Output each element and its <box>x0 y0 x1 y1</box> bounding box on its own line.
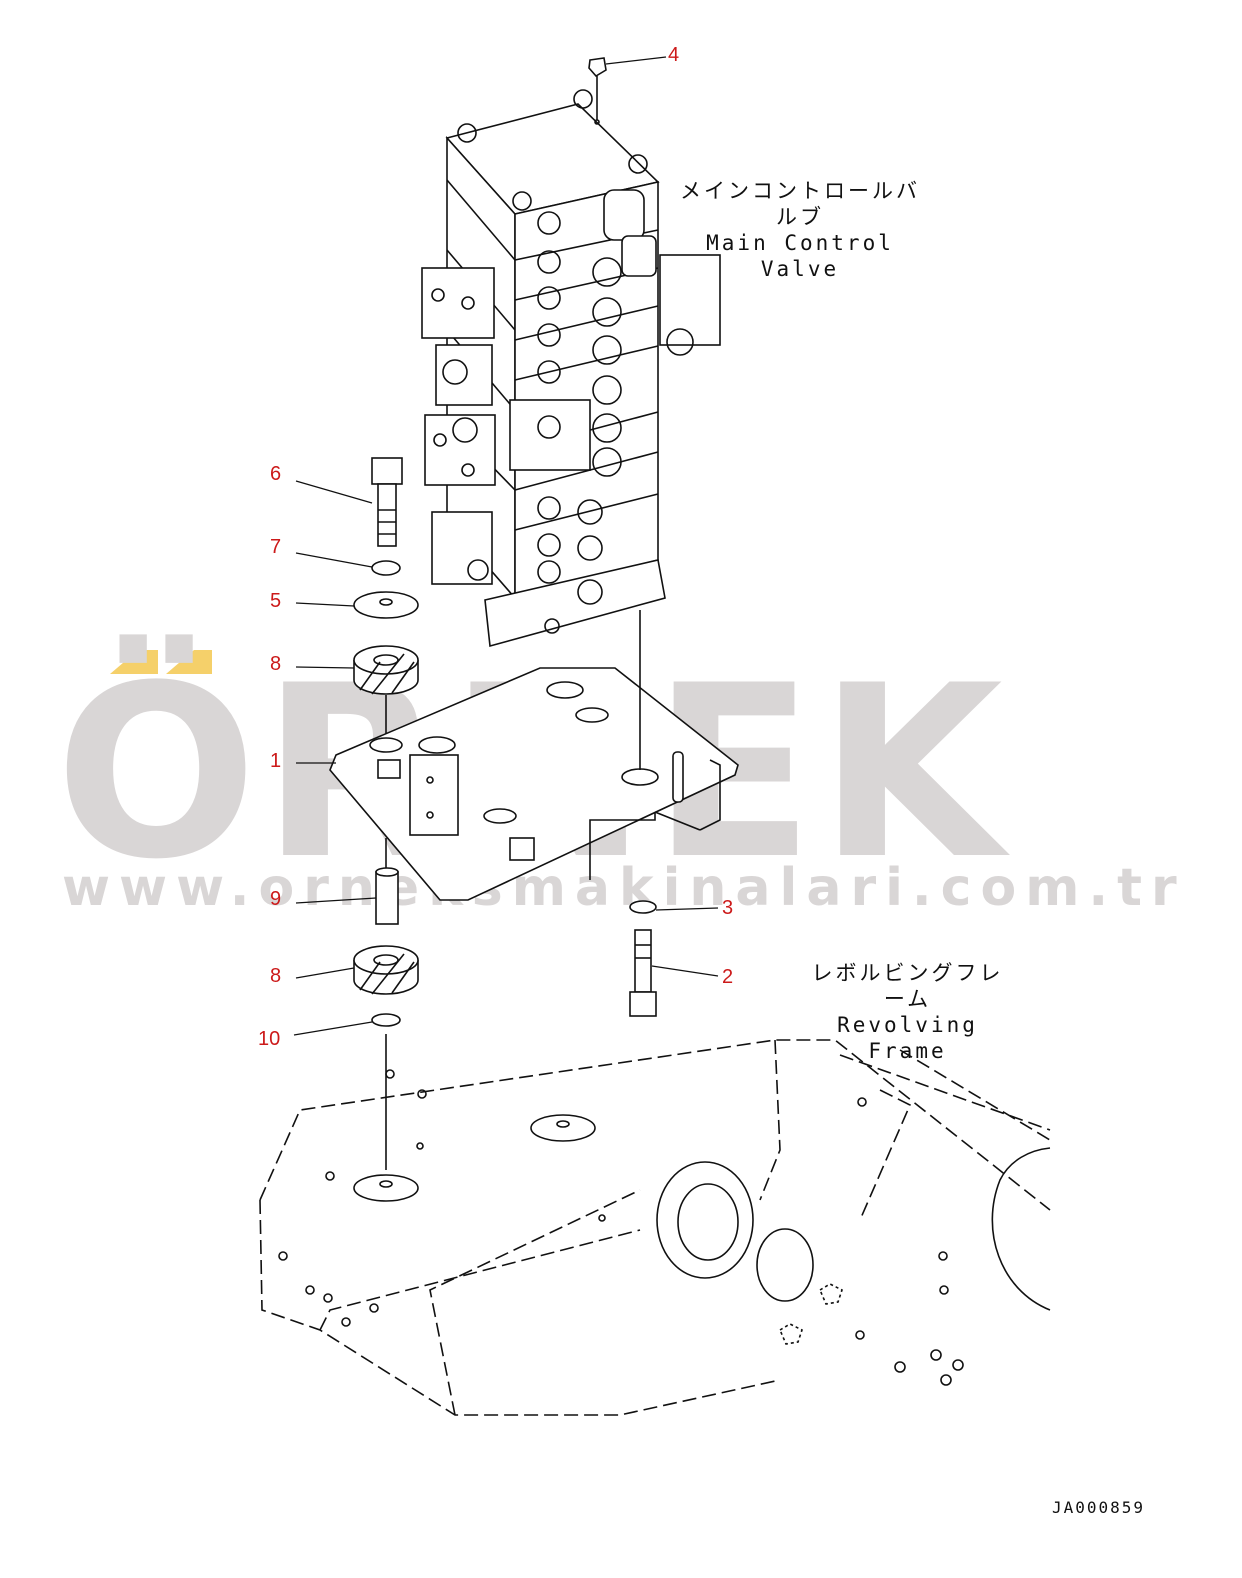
main-control-valve-label: メインコントロールバルブ Main Control Valve <box>680 178 920 282</box>
revolving-frame-en: Revolving Frame <box>837 1013 978 1063</box>
revolving-frame <box>259 1039 1051 1416</box>
callout-10: 10 <box>258 1028 281 1050</box>
part-5-washer <box>353 591 419 619</box>
callout-9: 9 <box>270 888 282 910</box>
drawing-code: JA000859 <box>1052 1498 1146 1517</box>
part-2-bolt <box>629 929 657 1017</box>
part-10-o-ring <box>371 1013 401 1027</box>
callout-6: 6 <box>270 463 282 485</box>
part-8-cushion-lower <box>353 945 419 995</box>
part-6-bolt <box>371 457 403 547</box>
revolving-frame-jp: レボルビングフレーム <box>811 961 1004 1011</box>
main-control-valve <box>421 89 721 648</box>
revolving-frame-details <box>278 1069 1051 1386</box>
callout-1: 1 <box>270 750 282 772</box>
callout-4: 4 <box>668 44 680 66</box>
part-8-cushion-upper <box>353 645 419 695</box>
revolving-frame-label: レボルビングフレーム Revolving Frame <box>805 960 1010 1064</box>
main-control-valve-jp: メインコントロールバルブ <box>680 179 920 229</box>
callout-2: 2 <box>722 966 734 988</box>
part-3-washer <box>629 900 657 914</box>
part-4-plug <box>588 57 607 125</box>
part-1-bracket-plate <box>329 667 739 901</box>
callout-5: 5 <box>270 590 282 612</box>
callout-8-upper: 8 <box>270 653 282 675</box>
callout-3: 3 <box>722 897 734 919</box>
callout-8-lower: 8 <box>270 965 282 987</box>
part-9-spacer <box>375 838 399 925</box>
watermark-url: www.orneksmakinalari.com.tr <box>62 858 1186 918</box>
callout-7: 7 <box>270 536 282 558</box>
main-control-valve-en: Main Control Valve <box>706 231 894 281</box>
part-7-washer <box>371 560 401 576</box>
leader-lines <box>293 56 719 1036</box>
